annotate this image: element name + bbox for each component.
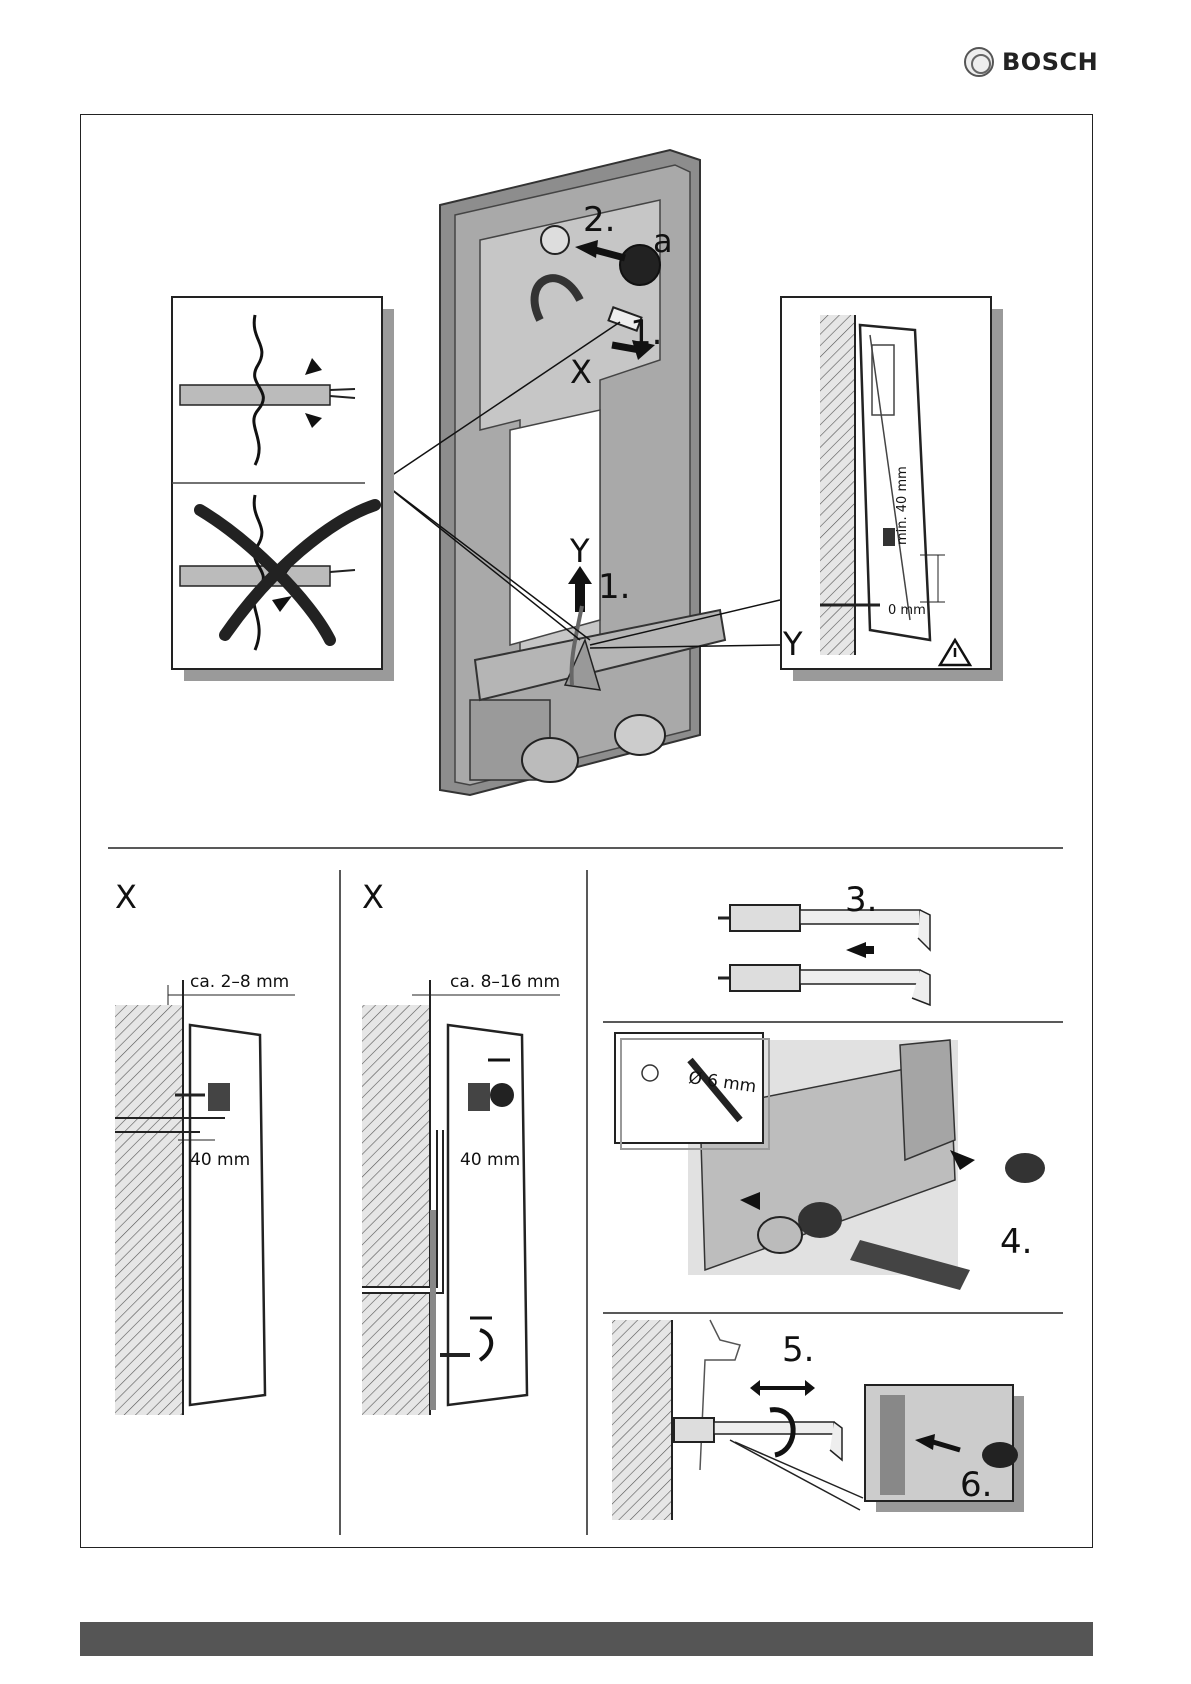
label-zero-mm: 0 mm bbox=[888, 603, 926, 618]
label-min-distance: min. 40 mm bbox=[895, 466, 910, 545]
panel-x2-gap: ca. 8–16 mm bbox=[450, 972, 560, 992]
label-step-3: 3. bbox=[845, 880, 877, 920]
label-step-4: 4. bbox=[1000, 1222, 1032, 1262]
panel-x1-depth: 40 mm bbox=[190, 1150, 250, 1170]
panel-x2-depth: 40 mm bbox=[460, 1150, 520, 1170]
mounting-frame-drawing bbox=[440, 150, 725, 795]
panel-x1-marker: X bbox=[115, 878, 137, 916]
label-step-2: 2. bbox=[583, 200, 615, 240]
label-step-6: 6. bbox=[960, 1465, 992, 1505]
label-part-a: a bbox=[653, 222, 673, 260]
panel-x1-gap: ca. 2–8 mm bbox=[190, 972, 289, 992]
panel-x2-drawing bbox=[362, 980, 560, 1415]
panel-step3-drawing bbox=[718, 905, 930, 1005]
label-marker-x: X bbox=[570, 353, 592, 391]
panel-x1-drawing bbox=[115, 980, 295, 1415]
label-step-5: 5. bbox=[782, 1330, 814, 1370]
panel-step4-drawing bbox=[615, 1033, 1045, 1290]
label-detail-y: Y bbox=[783, 625, 803, 663]
label-step-1-top: 1. bbox=[630, 313, 662, 353]
cable-detail-box bbox=[172, 297, 394, 681]
panel-x2-marker: X bbox=[362, 878, 384, 916]
label-marker-y: Y bbox=[570, 532, 590, 570]
footer-bar bbox=[80, 1622, 1093, 1656]
label-step-1-bottom: 1. bbox=[598, 567, 630, 607]
wall-detail-box bbox=[781, 297, 1003, 681]
